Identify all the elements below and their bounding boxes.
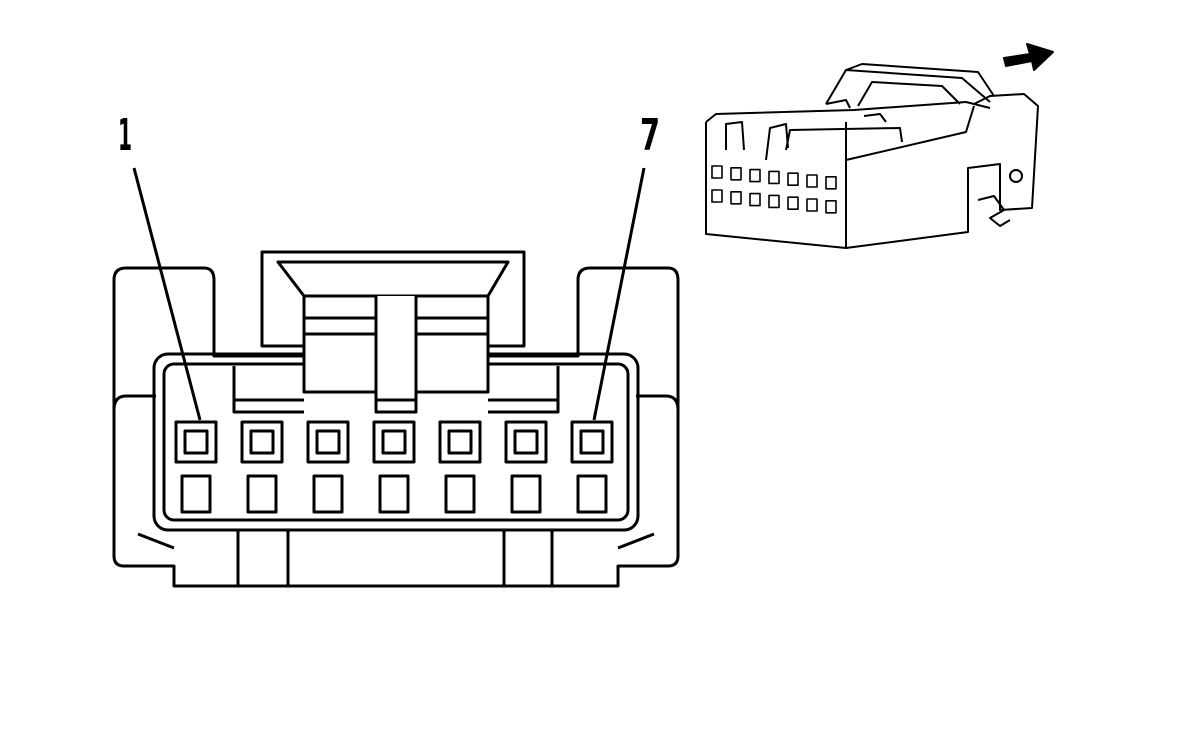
pin-cavity-bottom: [180, 474, 212, 514]
face-cavity-grid: [174, 420, 614, 514]
iso-pin-cavity: [711, 189, 723, 203]
leader-line-pin-1: [132, 167, 202, 421]
iso-pin-cavity: [730, 191, 742, 205]
pin-label-7: 7: [640, 110, 660, 161]
iso-pin-cavity: [749, 192, 761, 207]
pin-cavity-bottom: [378, 474, 410, 514]
pin-cavity-bottom: [576, 474, 608, 514]
pin-cavity-top: [504, 420, 548, 464]
iso-pin-cavity: [825, 176, 837, 190]
pin-cavity-bottom: [444, 474, 476, 514]
base-rib: [617, 532, 655, 550]
iso-side-hole: [1009, 169, 1023, 183]
iso-pin-cavity: [825, 200, 837, 214]
locking-latch: [232, 250, 560, 414]
iso-side-clip: [977, 195, 1011, 227]
pin-label-1: 1: [118, 110, 132, 161]
iso-cavity-grid: [711, 165, 837, 214]
connector-face-view: [112, 167, 680, 588]
connector-iso-view: [705, 63, 1039, 249]
iso-pin-cavity: [711, 165, 723, 179]
leader-line-pin-7: [592, 167, 646, 421]
right-side-tab: [636, 394, 680, 546]
pin-cavity-bottom: [312, 474, 344, 514]
pin-cavity-bottom: [510, 474, 542, 514]
iso-pin-cavity: [768, 194, 780, 209]
pin-cavity-top: [240, 420, 284, 464]
base-rib: [137, 532, 175, 550]
iso-right-side: [845, 93, 1039, 249]
iso-pin-cavity: [787, 196, 799, 210]
iso-pin-cavity: [787, 172, 799, 186]
pin-cavity-top: [174, 420, 218, 464]
pin-cavity-top: [438, 420, 482, 464]
iso-front-face: [705, 122, 847, 249]
pin-cavity-top: [306, 420, 350, 464]
left-side-tab: [112, 394, 156, 546]
connector-base: [112, 555, 680, 588]
iso-pin-cavity: [806, 174, 818, 188]
arrow-right-icon: [1003, 43, 1054, 71]
iso-pin-cavity: [730, 167, 742, 181]
iso-top-ribs: [725, 105, 975, 161]
iso-locking-latch: [825, 63, 995, 123]
pin-cavity-top: [570, 420, 614, 464]
iso-pin-cavity: [768, 170, 780, 185]
pin-cavity-bottom: [246, 474, 278, 514]
iso-pin-cavity: [749, 168, 761, 183]
pin-cavity-top: [372, 420, 416, 464]
iso-pin-cavity: [806, 198, 818, 212]
